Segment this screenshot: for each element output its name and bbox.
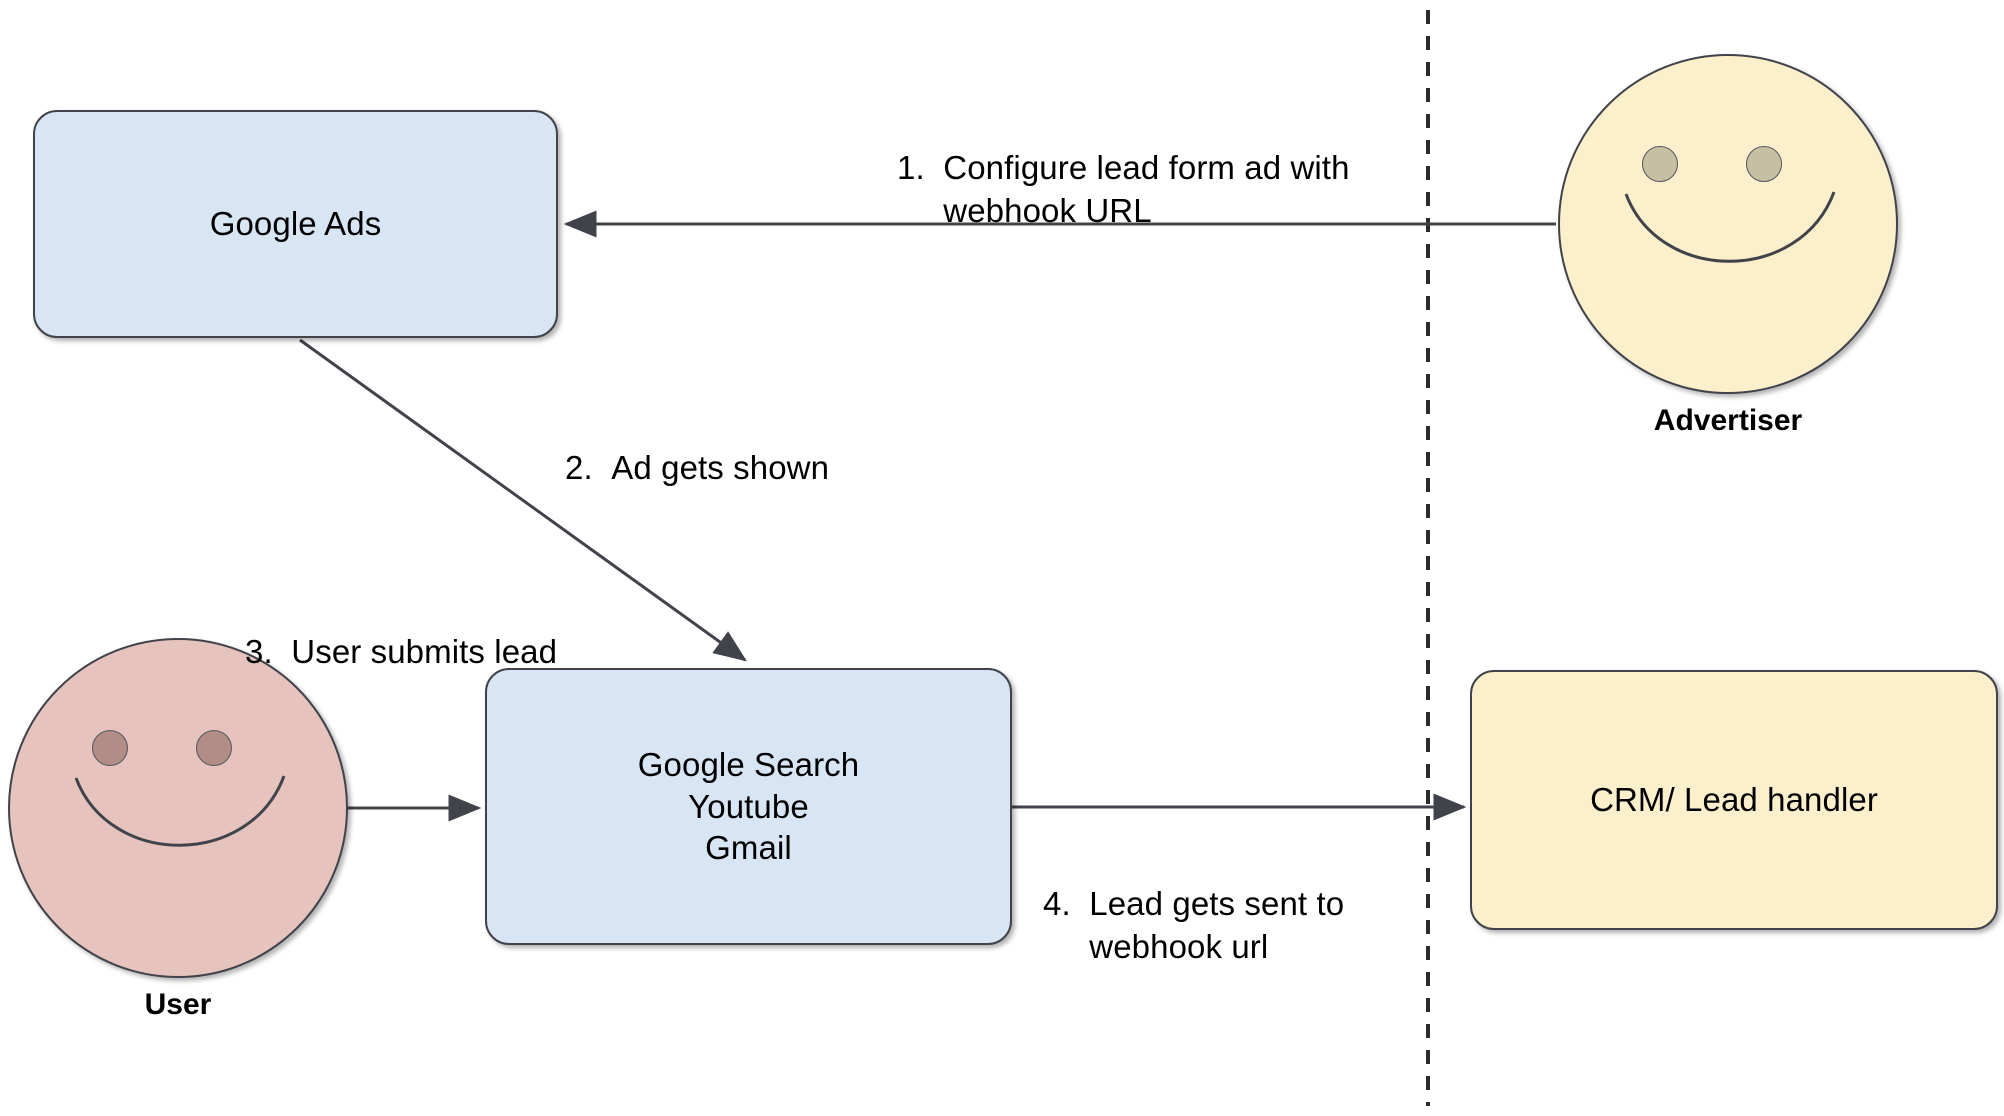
- step-3-text: User submits lead: [291, 632, 558, 670]
- step-2-number: 2.: [565, 448, 593, 486]
- step-4-text: Lead gets sent to webhook url: [1089, 884, 1345, 965]
- step-1-number: 1.: [897, 148, 925, 186]
- node-crm-lead-handler-label: CRM/ Lead handler: [1590, 781, 1878, 819]
- step-label-3: 3. User submits lead: [245, 588, 557, 674]
- user-left-eye-icon: [92, 730, 128, 766]
- step-1-text: Configure lead form ad with webhook URL: [943, 148, 1350, 229]
- user-caption: User: [144, 988, 212, 1021]
- step-4-number: 4.: [1043, 884, 1071, 922]
- node-advertiser-avatar[interactable]: [1558, 54, 1898, 394]
- advertiser-left-eye-icon: [1642, 146, 1678, 182]
- node-google-properties-label: Google Search Youtube Gmail: [637, 746, 860, 867]
- node-user-avatar[interactable]: [8, 638, 348, 978]
- node-google-ads[interactable]: Google Ads: [33, 110, 558, 338]
- user-smile-icon: [74, 775, 286, 847]
- step-label-2: 2. Ad gets shown: [565, 404, 829, 490]
- node-google-properties[interactable]: Google Search Youtube Gmail: [485, 668, 1012, 945]
- advertiser-smile-icon: [1624, 191, 1836, 263]
- step-3-number: 3.: [245, 632, 273, 670]
- advertiser-right-eye-icon: [1746, 146, 1782, 182]
- node-google-ads-label: Google Ads: [209, 205, 382, 243]
- step-2-text: Ad gets shown: [611, 448, 830, 486]
- user-right-eye-icon: [196, 730, 232, 766]
- advertiser-caption: Advertiser: [1653, 404, 1803, 437]
- step-label-1: 1. Configure lead form ad with webhook U…: [897, 104, 1350, 233]
- step-label-4: 4. Lead gets sent to webhook url: [1043, 840, 1344, 969]
- node-crm-lead-handler[interactable]: CRM/ Lead handler: [1470, 670, 1998, 930]
